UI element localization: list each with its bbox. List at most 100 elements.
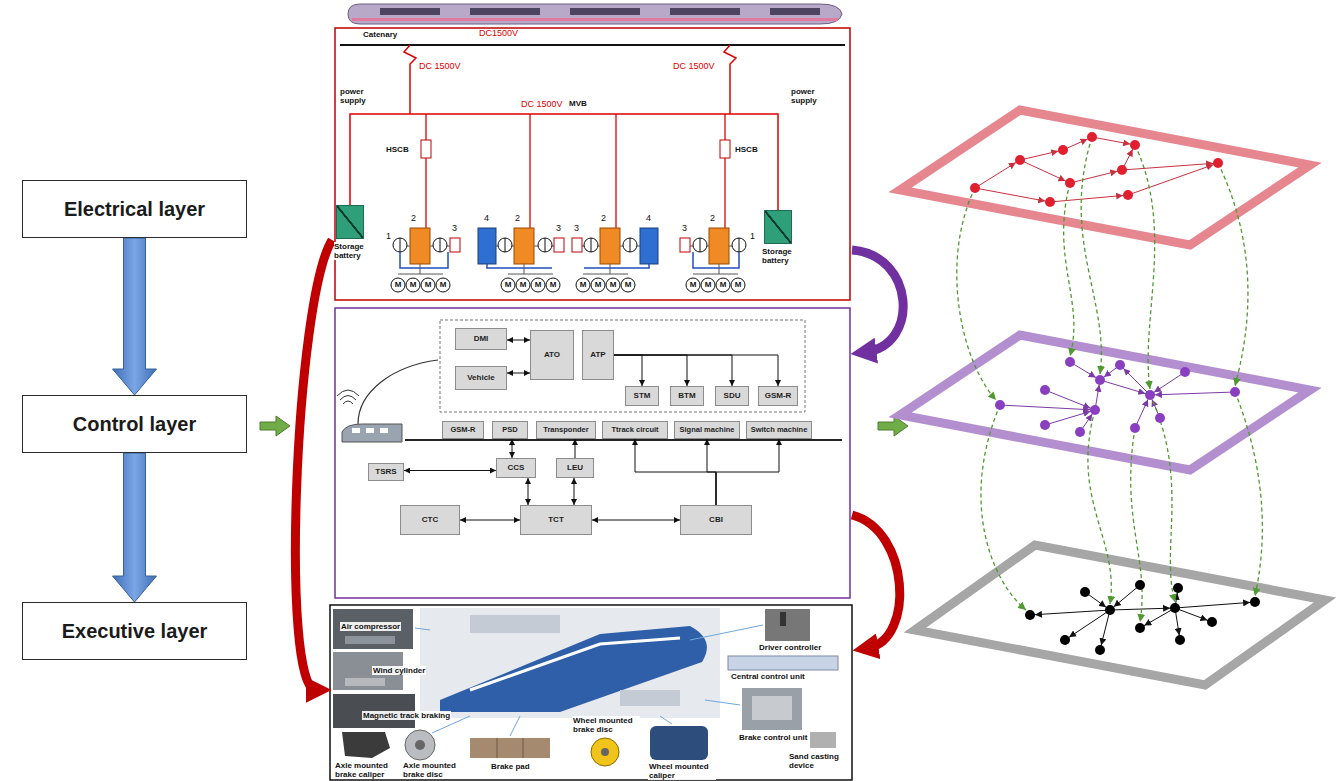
network-edge (1128, 163, 1218, 195)
electrical-panel (724, 114, 725, 228)
node-label: GSM-R (451, 426, 476, 434)
motor-label: M (516, 280, 530, 290)
interlayer-link (1218, 163, 1248, 386)
green-block-arrow (260, 416, 290, 436)
motor-symbol (436, 278, 450, 292)
electrical-panel (433, 238, 447, 252)
leader-line (415, 625, 763, 736)
motor-label: M (421, 280, 435, 290)
executive-panel (405, 730, 435, 760)
callout-number: 3 (682, 224, 687, 234)
control-panel (352, 428, 360, 433)
control-panel (405, 439, 842, 441)
callout-number: 4 (484, 214, 489, 224)
leader-line (510, 716, 520, 736)
network-edge (1122, 163, 1218, 170)
network-edge (1140, 608, 1175, 628)
electrical-panel (615, 114, 616, 228)
motor-symbol (501, 278, 515, 292)
executive-panel (810, 732, 836, 748)
node-label: ATP (590, 351, 605, 360)
electrical-panel (404, 45, 416, 114)
voltage-label: DC 1500V (672, 62, 716, 72)
node-label: CCS (508, 464, 525, 473)
bus-device-box: Ttrack circuit (602, 421, 668, 439)
connector-arrow (592, 520, 680, 521)
network-edge (1020, 160, 1070, 183)
executive-panel (728, 656, 838, 670)
node-label: Transponder (543, 426, 588, 434)
callout-number: 2 (601, 214, 606, 224)
control-unit-box: SDU (715, 386, 749, 406)
network-edge (1000, 362, 1235, 432)
layer-box: Executive layer (22, 602, 247, 660)
control-panel (337, 390, 359, 396)
network-dot (1250, 597, 1260, 607)
connector-arrow (635, 439, 716, 505)
part-label: power supply (790, 88, 828, 106)
executive-panel (620, 690, 680, 706)
electrical-panel (693, 238, 707, 252)
electrical-panel (400, 252, 448, 268)
train-banner (348, 4, 842, 24)
executive-panel (333, 609, 413, 649)
control-unit-box: Vehicle (455, 366, 507, 390)
motor-label: M (701, 280, 715, 290)
network-edge (1150, 392, 1235, 395)
motor-symbol (606, 278, 620, 292)
battery-box: Storage battery (764, 210, 792, 244)
executive-panel (470, 615, 560, 633)
executive-panel (497, 738, 498, 758)
electrical-panel (398, 274, 443, 275)
node-label: Executive layer (62, 620, 208, 642)
node-label: GSM-R (765, 392, 792, 401)
electrical-panel (425, 114, 426, 228)
train-banner (348, 4, 842, 24)
network-edge (1150, 372, 1185, 395)
executive-panel (742, 688, 802, 730)
network-dot (1130, 140, 1140, 150)
control-panel (358, 360, 438, 424)
component-label: Axle mounted brake disc (402, 761, 464, 779)
network-plane (900, 110, 1325, 685)
leader-line (415, 628, 430, 630)
component-label: Magnetic track braking (362, 711, 451, 720)
electrical-panel (524, 264, 525, 274)
control-unit-box: DMI (455, 328, 507, 350)
component-label: Sand casting device (788, 752, 848, 770)
network-edge (975, 188, 1050, 202)
executive-panel (415, 740, 425, 750)
part-label: Catenary (362, 31, 398, 40)
network-dot (1230, 387, 1240, 397)
executive-panel (752, 696, 792, 720)
electrical-panel (584, 238, 598, 252)
electrical-panel (591, 238, 592, 252)
control-unit-box: ATO (530, 330, 574, 380)
network-dot (1135, 623, 1145, 633)
executive-panel (440, 626, 707, 712)
electrical-panel (514, 228, 534, 264)
network-dot (1090, 405, 1100, 415)
executive-panel (330, 605, 852, 780)
electrical-panel (350, 114, 778, 210)
callout-number: 3 (556, 224, 561, 234)
network-edge (1175, 602, 1255, 608)
callout-number: 1 (386, 232, 391, 242)
electrical-panel (421, 140, 431, 158)
electrical-panel (720, 140, 730, 158)
network-dot (1015, 155, 1025, 165)
train-banner (380, 8, 440, 15)
network-dot (970, 183, 980, 193)
node-label: CBI (709, 516, 723, 525)
callout-number: 4 (646, 214, 651, 224)
node-label: BTM (678, 392, 695, 401)
component-label: Central control unit (730, 672, 806, 681)
network-edge (1050, 195, 1128, 202)
control-unit-box: CTC (400, 505, 460, 535)
network-dot (1123, 190, 1133, 200)
interlayer-link (1150, 395, 1175, 602)
electrical-panel (584, 264, 649, 268)
callout-number: 3 (452, 224, 457, 234)
component-label: Wheel mounted caliper (648, 762, 716, 780)
